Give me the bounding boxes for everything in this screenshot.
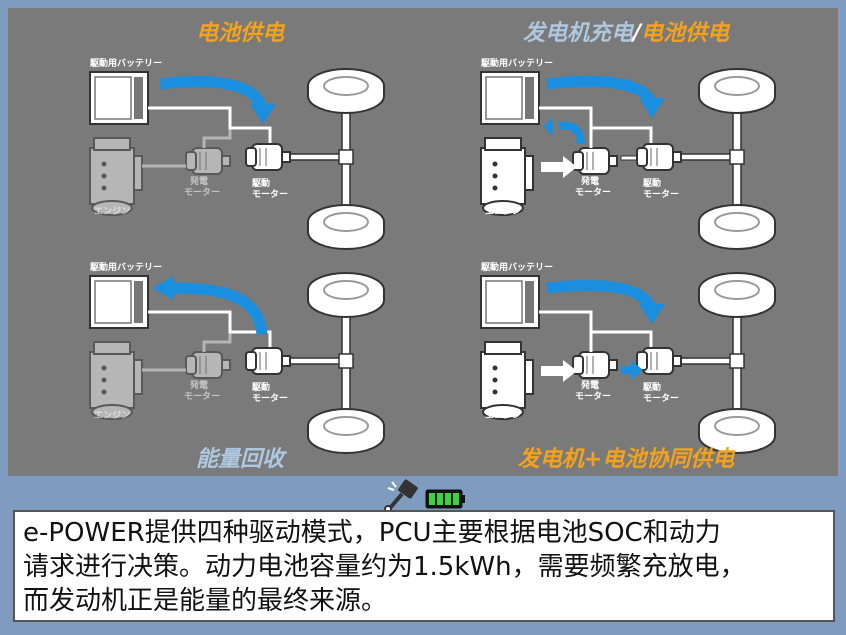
panel-regeneration — [89, 272, 385, 454]
label-drive-motor-br-1: 駆動 — [642, 381, 661, 393]
label-gen-motor-tl-1: 発電 — [189, 175, 208, 187]
title-combined-supply: 发电机+电池协同供电 — [518, 446, 736, 472]
battery-icon — [425, 489, 465, 509]
icon-strip — [384, 479, 465, 513]
label-battery-tr: 駆動用バッテリー — [480, 57, 553, 69]
label-engine-br: エンジン — [485, 410, 521, 421]
label-drive-motor-br-2: モーター — [643, 392, 679, 404]
label-drive-motor-tl-1: 駆動 — [251, 177, 270, 189]
label-drive-motor-tr-2: モーター — [643, 188, 679, 200]
label-gen-motor-bl-2: モーター — [184, 390, 220, 402]
label-gen-motor-tr-1: 発電 — [580, 175, 599, 187]
caption-line-3: 而发动机正是能量的最终来源。 — [23, 586, 388, 616]
label-battery-br: 駆動用バッテリー — [480, 261, 553, 273]
label-battery-bl: 駆動用バッテリー — [89, 261, 162, 273]
title-generator-charge: 发电机充电/电池供电 — [523, 20, 731, 46]
panel-combined-supply — [480, 272, 776, 454]
panel-battery-supply — [89, 68, 385, 250]
energy-flow-diagram: 电池供电 发电机充电/电池供电 能量回收 发电机+电池协同供电 駆動用バッテリー… — [8, 8, 838, 476]
label-battery-tl: 駆動用バッテリー — [89, 57, 162, 69]
caption-line-1: e-POWER提供四种驱动模式，PCU主要根据电池SOC和动力 — [23, 518, 721, 548]
label-gen-motor-br-2: モーター — [575, 390, 611, 402]
label-drive-motor-bl-2: モーター — [252, 392, 288, 404]
title-battery-supply: 电池供电 — [196, 21, 286, 46]
label-engine-tl: エンジン — [94, 206, 130, 217]
panel-generator-charge — [480, 68, 776, 250]
label-drive-motor-tl-2: モーター — [252, 188, 288, 200]
diagram-canvas: 电池供电 发电机充电/电池供电 能量回收 发电机+电池协同供电 駆動用バッテリー… — [89, 20, 776, 472]
label-drive-motor-bl-1: 駆動 — [251, 381, 270, 393]
label-gen-motor-br-1: 発電 — [580, 379, 599, 391]
label-drive-motor-tr-1: 駆動 — [642, 177, 661, 189]
label-engine-tr: エンジン — [485, 206, 521, 217]
label-gen-motor-tl-2: モーター — [184, 186, 220, 198]
label-gen-motor-tr-2: モーター — [575, 186, 611, 198]
label-engine-bl: エンジン — [94, 410, 130, 421]
piston-icon — [384, 479, 418, 513]
title-regeneration: 能量回收 — [196, 446, 288, 472]
label-gen-motor-bl-1: 発電 — [189, 379, 208, 391]
caption-line-2: 请求进行决策。动力电池容量约为1.5kWh，需要频繁充放电， — [23, 552, 746, 582]
caption-box: e-POWER提供四种驱动模式，PCU主要根据电池SOC和动力 请求进行决策。动… — [13, 510, 835, 622]
